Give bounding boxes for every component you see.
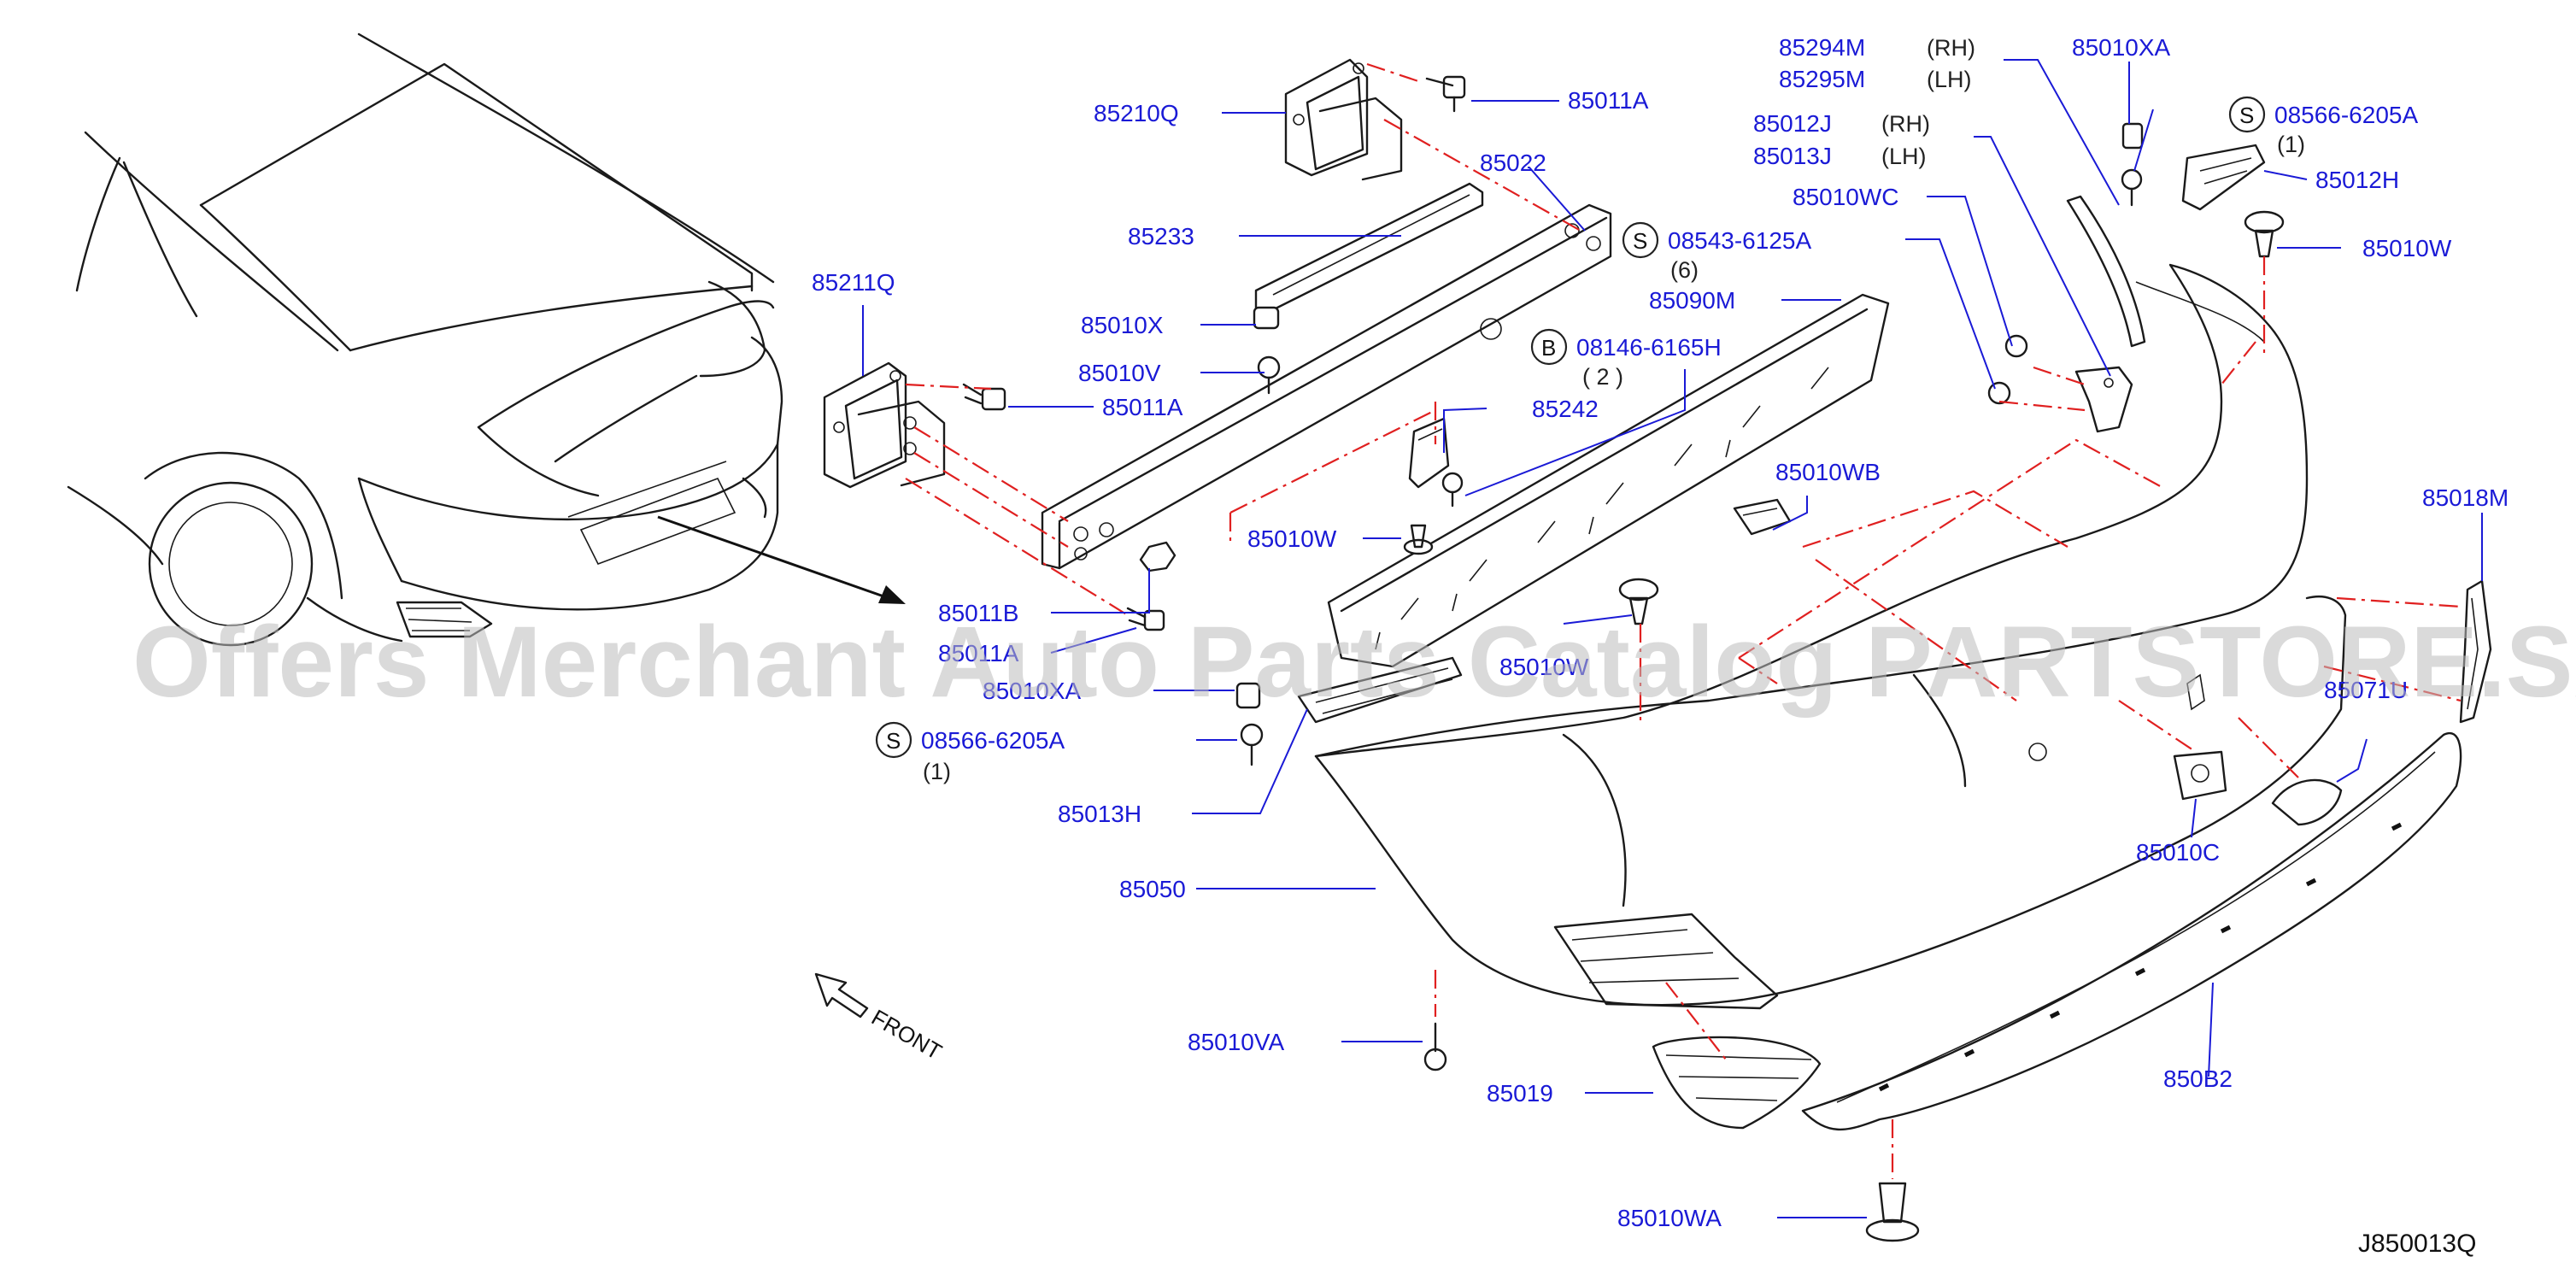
symbol-letter: S [1633, 228, 1647, 254]
part-label-85011a-low[interactable]: 85011A [938, 640, 1019, 666]
pushpin-clip-icon [1618, 578, 1659, 625]
part-label-85210q[interactable]: 85210Q [1094, 100, 1179, 126]
screw-icon [2121, 168, 2143, 207]
part-qty: ( 2 ) [1582, 364, 1623, 390]
part-label-85012j[interactable]: 85012J [1753, 110, 1832, 137]
standard-part-symbol: S [2228, 96, 2266, 133]
part-label-85012h[interactable]: 85012H [2315, 167, 2399, 193]
symbol-letter: S [2239, 103, 2254, 128]
part-label-85010wa[interactable]: 85010WA [1617, 1205, 1722, 1231]
pushpin-clip-icon [1403, 524, 1434, 555]
part-label-85013h[interactable]: 85013H [1058, 801, 1141, 827]
part-qty: (1) [2277, 132, 2305, 157]
part-label-85010v[interactable]: 85010V [1078, 360, 1161, 386]
part-label-85010x[interactable]: 85010X [1081, 312, 1164, 338]
rear-bumper-fascia[interactable] [1314, 263, 2347, 1010]
part-qty: (6) [1670, 257, 1699, 283]
part-label-08146-6165h[interactable]: 08146-6165H [1576, 334, 1722, 361]
part-label-85090m[interactable]: 85090M [1649, 287, 1735, 314]
diagram-code: J850013Q [2358, 1230, 2476, 1258]
bolt-icon [1126, 607, 1165, 631]
bolt-icon [962, 383, 1006, 411]
screw-icon [1423, 1022, 1447, 1071]
part-label-85010xa[interactable]: 85010XA [983, 678, 1082, 704]
part-label-85011a-mid[interactable]: 85011A [1102, 394, 1183, 420]
part-label-08543-6125a[interactable]: 08543-6125A [1668, 227, 1811, 254]
part-side-rh: (RH) [1927, 35, 1975, 61]
part-side-lh: (LH) [1881, 144, 1927, 169]
front-label: FRONT [867, 1004, 947, 1065]
part-qty: (1) [923, 759, 951, 784]
part-label-85294m[interactable]: 85294M [1779, 34, 1865, 61]
symbol-letter: B [1541, 335, 1556, 361]
part-label-85295m[interactable]: 85295M [1779, 66, 1865, 92]
bolt-part-symbol: B [1530, 328, 1568, 366]
fasteners [962, 75, 2285, 1242]
part-label-85010wc[interactable]: 85010WC [1793, 184, 1899, 210]
part-label-85071u[interactable]: 85071U [2324, 677, 2408, 703]
part-label-85010wb[interactable]: 85010WB [1775, 459, 1881, 485]
towing-hook-cover[interactable] [2271, 778, 2343, 826]
part-label-85233[interactable]: 85233 [1128, 223, 1194, 249]
part-label-85013j[interactable]: 85013J [1753, 143, 1832, 169]
screw-icon [1240, 723, 1264, 766]
car-overview-illustration [67, 32, 906, 647]
part-label-85018m[interactable]: 85018M [2422, 484, 2509, 511]
watermark-text: Offers Merchant Auto Parts Catalog PARTS… [132, 606, 2576, 719]
bumper-retainer-side[interactable] [2181, 144, 2266, 211]
clip-icon [1253, 306, 1280, 330]
part-label-85011a[interactable]: 85011A [1568, 87, 1649, 114]
bumper-stay-upper[interactable] [1284, 58, 1403, 181]
bumper-side-bracket[interactable] [2074, 366, 2133, 433]
clip-85010wb-part[interactable] [1733, 498, 1792, 536]
assembly-guide-lines [905, 62, 2462, 1179]
standard-part-symbol: S [1622, 221, 1659, 259]
pushpin-clip-icon [1865, 1182, 1920, 1242]
rear-bumper-reinforcement[interactable] [1041, 203, 1612, 570]
part-label-85211q[interactable]: 85211Q [812, 269, 895, 296]
part-label-85242[interactable]: 85242 [1532, 396, 1599, 422]
part-label-85010w[interactable]: 85010W [1247, 525, 1337, 552]
bolt-icon [1425, 75, 1466, 113]
part-side-rh: (RH) [1881, 111, 1930, 137]
front-direction-indicator: FRONT [814, 972, 947, 1065]
bumper-stay-lower[interactable] [823, 361, 946, 489]
screw-icon [1441, 472, 1464, 508]
screw-icon [1987, 381, 2011, 405]
part-label-85022[interactable]: 85022 [1480, 150, 1546, 176]
part-label-85019[interactable]: 85019 [1487, 1080, 1553, 1107]
part-label-08566-6205a[interactable]: 08566-6205A [921, 727, 1065, 754]
standard-part-symbol: S [875, 721, 912, 759]
leader-lines [862, 59, 2483, 1218]
part-callouts: 85210Q 85011A 85022 85233 85211Q 85010X … [812, 34, 2509, 1231]
clip-85010c-part[interactable] [2173, 750, 2227, 801]
bumper-retainer-center[interactable] [1297, 656, 1463, 724]
part-label-85010c[interactable]: 85010C [2136, 839, 2220, 866]
nut-icon [1139, 541, 1177, 572]
part-label-85010va[interactable]: 85010VA [1188, 1029, 1284, 1055]
bumper-bracket-center[interactable] [1408, 417, 1450, 489]
part-label-850b2[interactable]: 850B2 [2163, 1065, 2233, 1092]
part-label-85010xa-right[interactable]: 85010XA [2072, 34, 2171, 61]
bumper-side-seal[interactable] [2066, 195, 2146, 348]
energy-absorber[interactable] [1327, 293, 1890, 668]
part-side-lh: (LH) [1927, 67, 1972, 92]
clip-icon [1235, 682, 1261, 709]
part-label-08566-6205a-right[interactable]: 08566-6205A [2274, 102, 2418, 128]
symbol-letter: S [886, 728, 901, 754]
rear-diffuser-finisher[interactable] [1801, 731, 2462, 1131]
part-label-85011b[interactable]: 85011B [938, 600, 1018, 626]
rear-reflector-lamp[interactable] [1652, 1036, 1822, 1130]
part-label-85010w-right[interactable]: 85010W [2362, 235, 2452, 261]
part-label-85010w-mid[interactable]: 85010W [1499, 654, 1589, 680]
pushpin-clip-icon [2244, 210, 2285, 258]
clip-icon [2121, 122, 2144, 150]
part-label-85050[interactable]: 85050 [1119, 876, 1186, 902]
